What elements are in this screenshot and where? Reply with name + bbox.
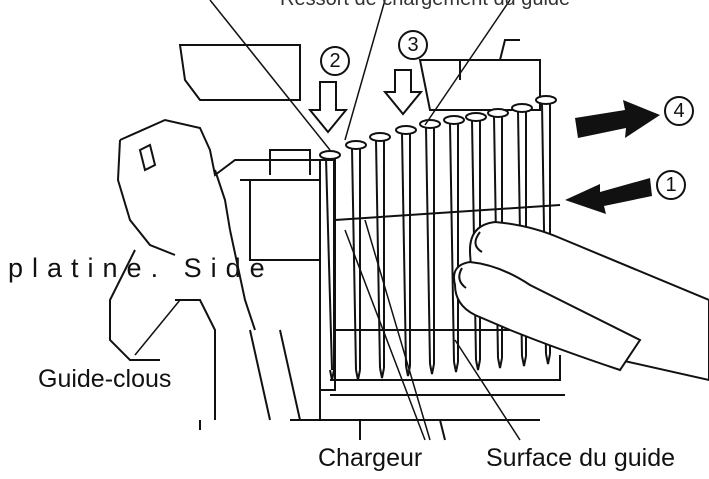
nail: [319, 150, 341, 371]
step-4-marker: 4: [664, 96, 694, 126]
nail: [345, 140, 367, 371]
nail: [395, 125, 417, 367]
nail: [369, 132, 391, 369]
step-3-marker: 3: [398, 30, 428, 60]
nail: [419, 119, 441, 365]
tool-body: [109, 39, 565, 441]
nail: [443, 115, 465, 363]
step-1-marker: 1: [656, 170, 686, 200]
arrow-pull-right: [575, 100, 660, 138]
arrow-down-3: [382, 69, 424, 116]
hand-illustration: [453, 220, 709, 382]
step-arrows: [307, 69, 660, 214]
chargeur-label: Chargeur: [318, 444, 423, 472]
arrow-push-left: [565, 178, 652, 214]
arrow-down-2: [307, 81, 349, 134]
top-cut-label: Ressort de chargement du guide: [280, 0, 570, 11]
platine-side-label: platine. Side: [8, 253, 274, 283]
leader-lines: [134, 0, 521, 441]
surface-du-guide-label: Surface du guide: [486, 444, 676, 472]
step-2-marker: 2: [320, 46, 350, 76]
guide-clous-label: Guide-clous: [38, 365, 172, 393]
nail-strip: [319, 95, 557, 381]
